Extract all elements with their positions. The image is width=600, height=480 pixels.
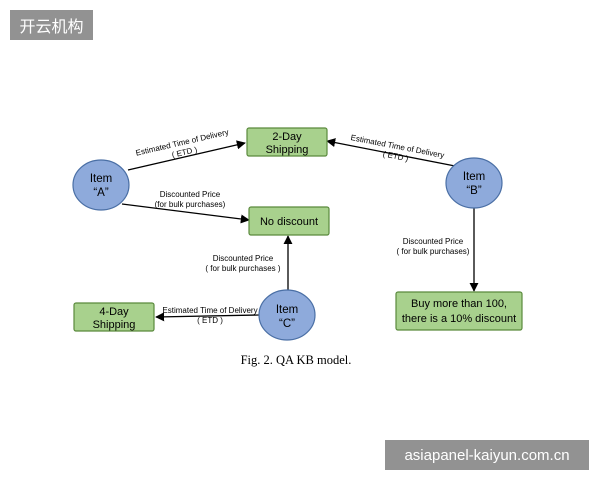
svg-text:Shipping: Shipping [266,144,309,156]
label-a-etd: Estimated Time of Delivery ( ETD ) [135,128,230,160]
label-b-etd: Estimated Time of Delivery ( ETD ) [350,133,445,163]
watermark-top-left: 开云机构 [10,10,93,40]
svg-text:Buy more than 100,: Buy more than 100, [411,298,507,310]
edge-b-to-2day [326,138,456,167]
node-item-c: Item “C” [258,289,316,341]
label-b-price: Discounted Price ( for bulk purchases) [397,237,470,256]
svg-text:( for bulk purchases): ( for bulk purchases) [397,247,470,256]
svg-text:Discounted Price: Discounted Price [403,237,464,246]
svg-text:Shipping: Shipping [93,319,136,331]
box-4day-shipping: 4-Day Shipping [73,302,155,332]
svg-text:“A”: “A” [93,187,109,199]
svg-text:“B”: “B” [466,185,482,197]
node-item-a: Item “A” [72,159,130,211]
label-a-price: Discounted Price (for bulk purchases) [155,190,226,209]
svg-text:Item: Item [276,304,298,316]
node-item-b: Item “B” [445,157,503,209]
label-c-price: Discounted Price ( for bulk purchases ) [205,254,280,273]
svg-text:Discounted Price: Discounted Price [213,254,274,263]
box-2day-shipping: 2-Day Shipping [246,127,328,157]
svg-text:No discount: No discount [260,216,318,228]
box-no-discount: No discount [248,206,330,236]
svg-text:Discounted Price: Discounted Price [160,190,221,199]
svg-text:Item: Item [463,171,485,183]
svg-text:there is a 10% discount: there is a 10% discount [402,313,516,325]
svg-text:( for bulk purchases ): ( for bulk purchases ) [205,264,280,273]
edge-a-to-nodiscount [121,203,250,224]
watermark-bottom-right: asiapanel-kaiyun.com.cn [385,440,589,470]
label-c-etd: Estimated Time of Delivery ( ETD ) [162,306,257,325]
svg-text:4-Day: 4-Day [99,306,129,318]
svg-text:“C”: “C” [279,318,295,330]
edge-c-to-4day [155,312,260,322]
svg-text:2-Day: 2-Day [272,131,302,143]
svg-text:( ETD ): ( ETD ) [197,316,223,325]
svg-text:Estimated Time of Delivery: Estimated Time of Delivery [162,306,257,315]
box-buy-more-discount: Buy more than 100, there is a 10% discou… [395,291,523,331]
figure-caption: Fig. 2. QA KB model. [241,353,352,367]
svg-text:(for bulk purchases): (for bulk purchases) [155,200,226,209]
svg-text:Item: Item [90,173,112,185]
edge-a-to-2day [127,140,246,171]
